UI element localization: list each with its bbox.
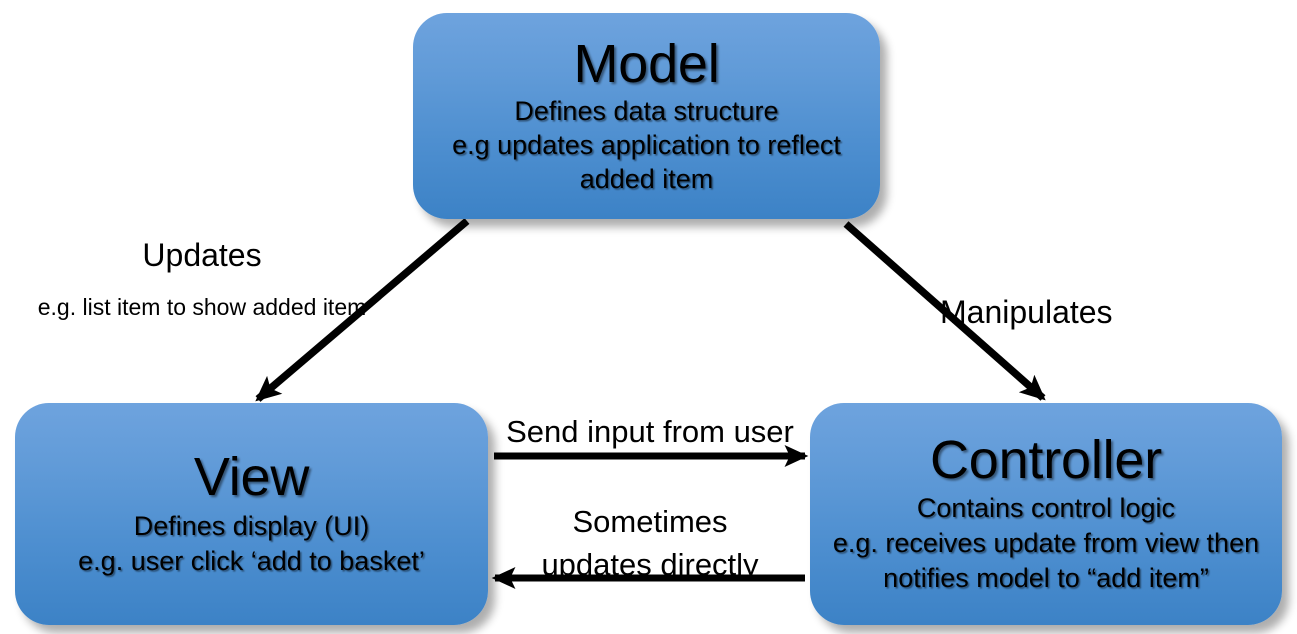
node-view[interactable]: View Defines display (UI) e.g. user clic… bbox=[15, 403, 488, 625]
node-model-title: Model bbox=[573, 33, 720, 94]
edge-label-sometimes-main: Sometimes updates directly bbox=[541, 504, 759, 582]
node-model[interactable]: Model Defines data structure e.g updates… bbox=[413, 13, 880, 219]
edge-label-manipulates: Manipulates bbox=[940, 275, 1220, 349]
edge-label-updates: Updates e.g. list item to show added ite… bbox=[28, 218, 376, 340]
edge-label-manipulates-main: Manipulates bbox=[940, 294, 1113, 330]
edge-label-send-input-main: Send input from user bbox=[506, 414, 794, 449]
edge-label-updates-sub: e.g. list item to show added item bbox=[37, 294, 367, 320]
node-view-description: Defines display (UI) e.g. user click ‘ad… bbox=[78, 511, 425, 577]
edge-label-sometimes-updates-directly: Sometimes updates directly bbox=[490, 482, 810, 604]
edge-label-updates-main: Updates bbox=[142, 237, 262, 273]
node-controller[interactable]: Controller Contains control logic e.g. r… bbox=[810, 403, 1282, 625]
edge-label-send-input: Send input from user bbox=[480, 395, 820, 469]
node-view-title: View bbox=[193, 446, 310, 507]
node-controller-title: Controller bbox=[929, 430, 1163, 491]
node-controller-description: Contains control logic e.g. receives upd… bbox=[832, 492, 1260, 593]
node-model-description: Defines data structure e.g updates appli… bbox=[452, 96, 841, 195]
